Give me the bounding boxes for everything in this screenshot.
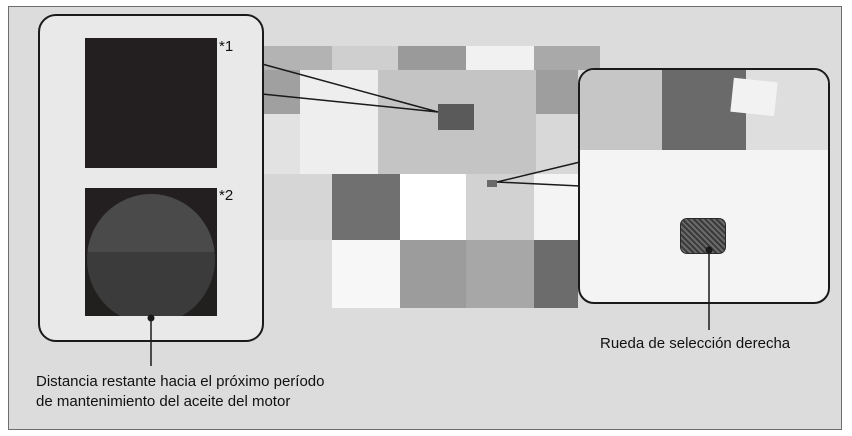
gauge-lower-half	[85, 252, 217, 316]
display-screen-1	[85, 38, 217, 168]
display-spot	[438, 104, 474, 130]
right-selector-wheel	[680, 218, 726, 254]
wheel-callout	[578, 68, 830, 304]
oil-distance-label-line2: de mantenimiento del aceite del motor	[36, 393, 291, 410]
wheel-spot	[487, 180, 497, 187]
display-screen-2	[85, 188, 217, 316]
marker-1: *1	[219, 38, 234, 55]
right-wheel-label: Rueda de selección derecha	[600, 335, 791, 352]
gauge-dial	[87, 194, 215, 316]
oil-distance-label-line1: Distancia restante hacia el próximo perí…	[36, 373, 325, 390]
marker-2: *2	[219, 187, 234, 204]
